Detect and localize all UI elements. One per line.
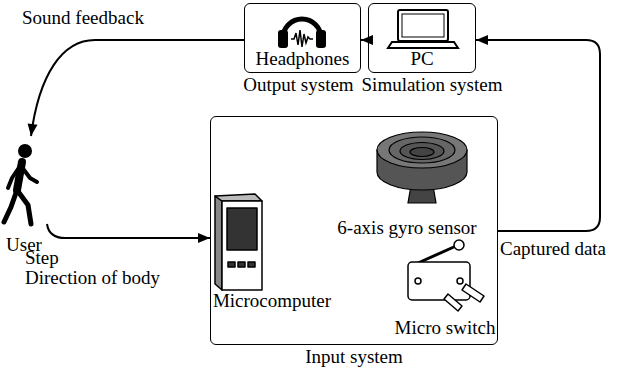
node-label: Input system <box>305 347 403 368</box>
node-label: PC <box>369 49 475 70</box>
node-label: Headphones <box>245 49 360 70</box>
flow-arrow <box>361 35 373 45</box>
output-box: HeadphonesOutput system <box>244 3 361 73</box>
microcomputer-icon <box>215 194 262 290</box>
annotation-label: Direction of body <box>25 268 160 289</box>
user-figure <box>4 144 37 224</box>
micro-switch-icon <box>408 240 484 311</box>
node-label: Micro switch <box>388 318 502 339</box>
node-heading: Simulation system <box>362 75 503 96</box>
gyro-sensor-icon <box>377 132 467 203</box>
simulation-box: PCSimulation system <box>368 3 476 73</box>
sensor-node: 6-axis gyro sensor <box>312 120 502 241</box>
microcomputer-node: Microcomputer <box>207 192 337 314</box>
laptop-icon <box>388 10 458 48</box>
flow-arrow <box>28 40 244 136</box>
headphones-icon <box>278 19 326 48</box>
edge-label: Step <box>25 248 59 269</box>
node-label: 6-axis gyro sensor <box>312 218 502 239</box>
flow-arrow <box>47 224 210 243</box>
node-heading: Output system <box>243 75 353 96</box>
flow-arrow <box>476 35 600 231</box>
edge-label: Captured data <box>500 239 606 260</box>
user-node: User <box>0 140 51 258</box>
node-label: Microcomputer <box>207 291 337 312</box>
edge-label: Sound feedback <box>22 8 144 29</box>
input-box: Input system6-axis gyro sensorMicrocompu… <box>210 116 498 345</box>
switch-node: Micro switch <box>388 240 502 341</box>
